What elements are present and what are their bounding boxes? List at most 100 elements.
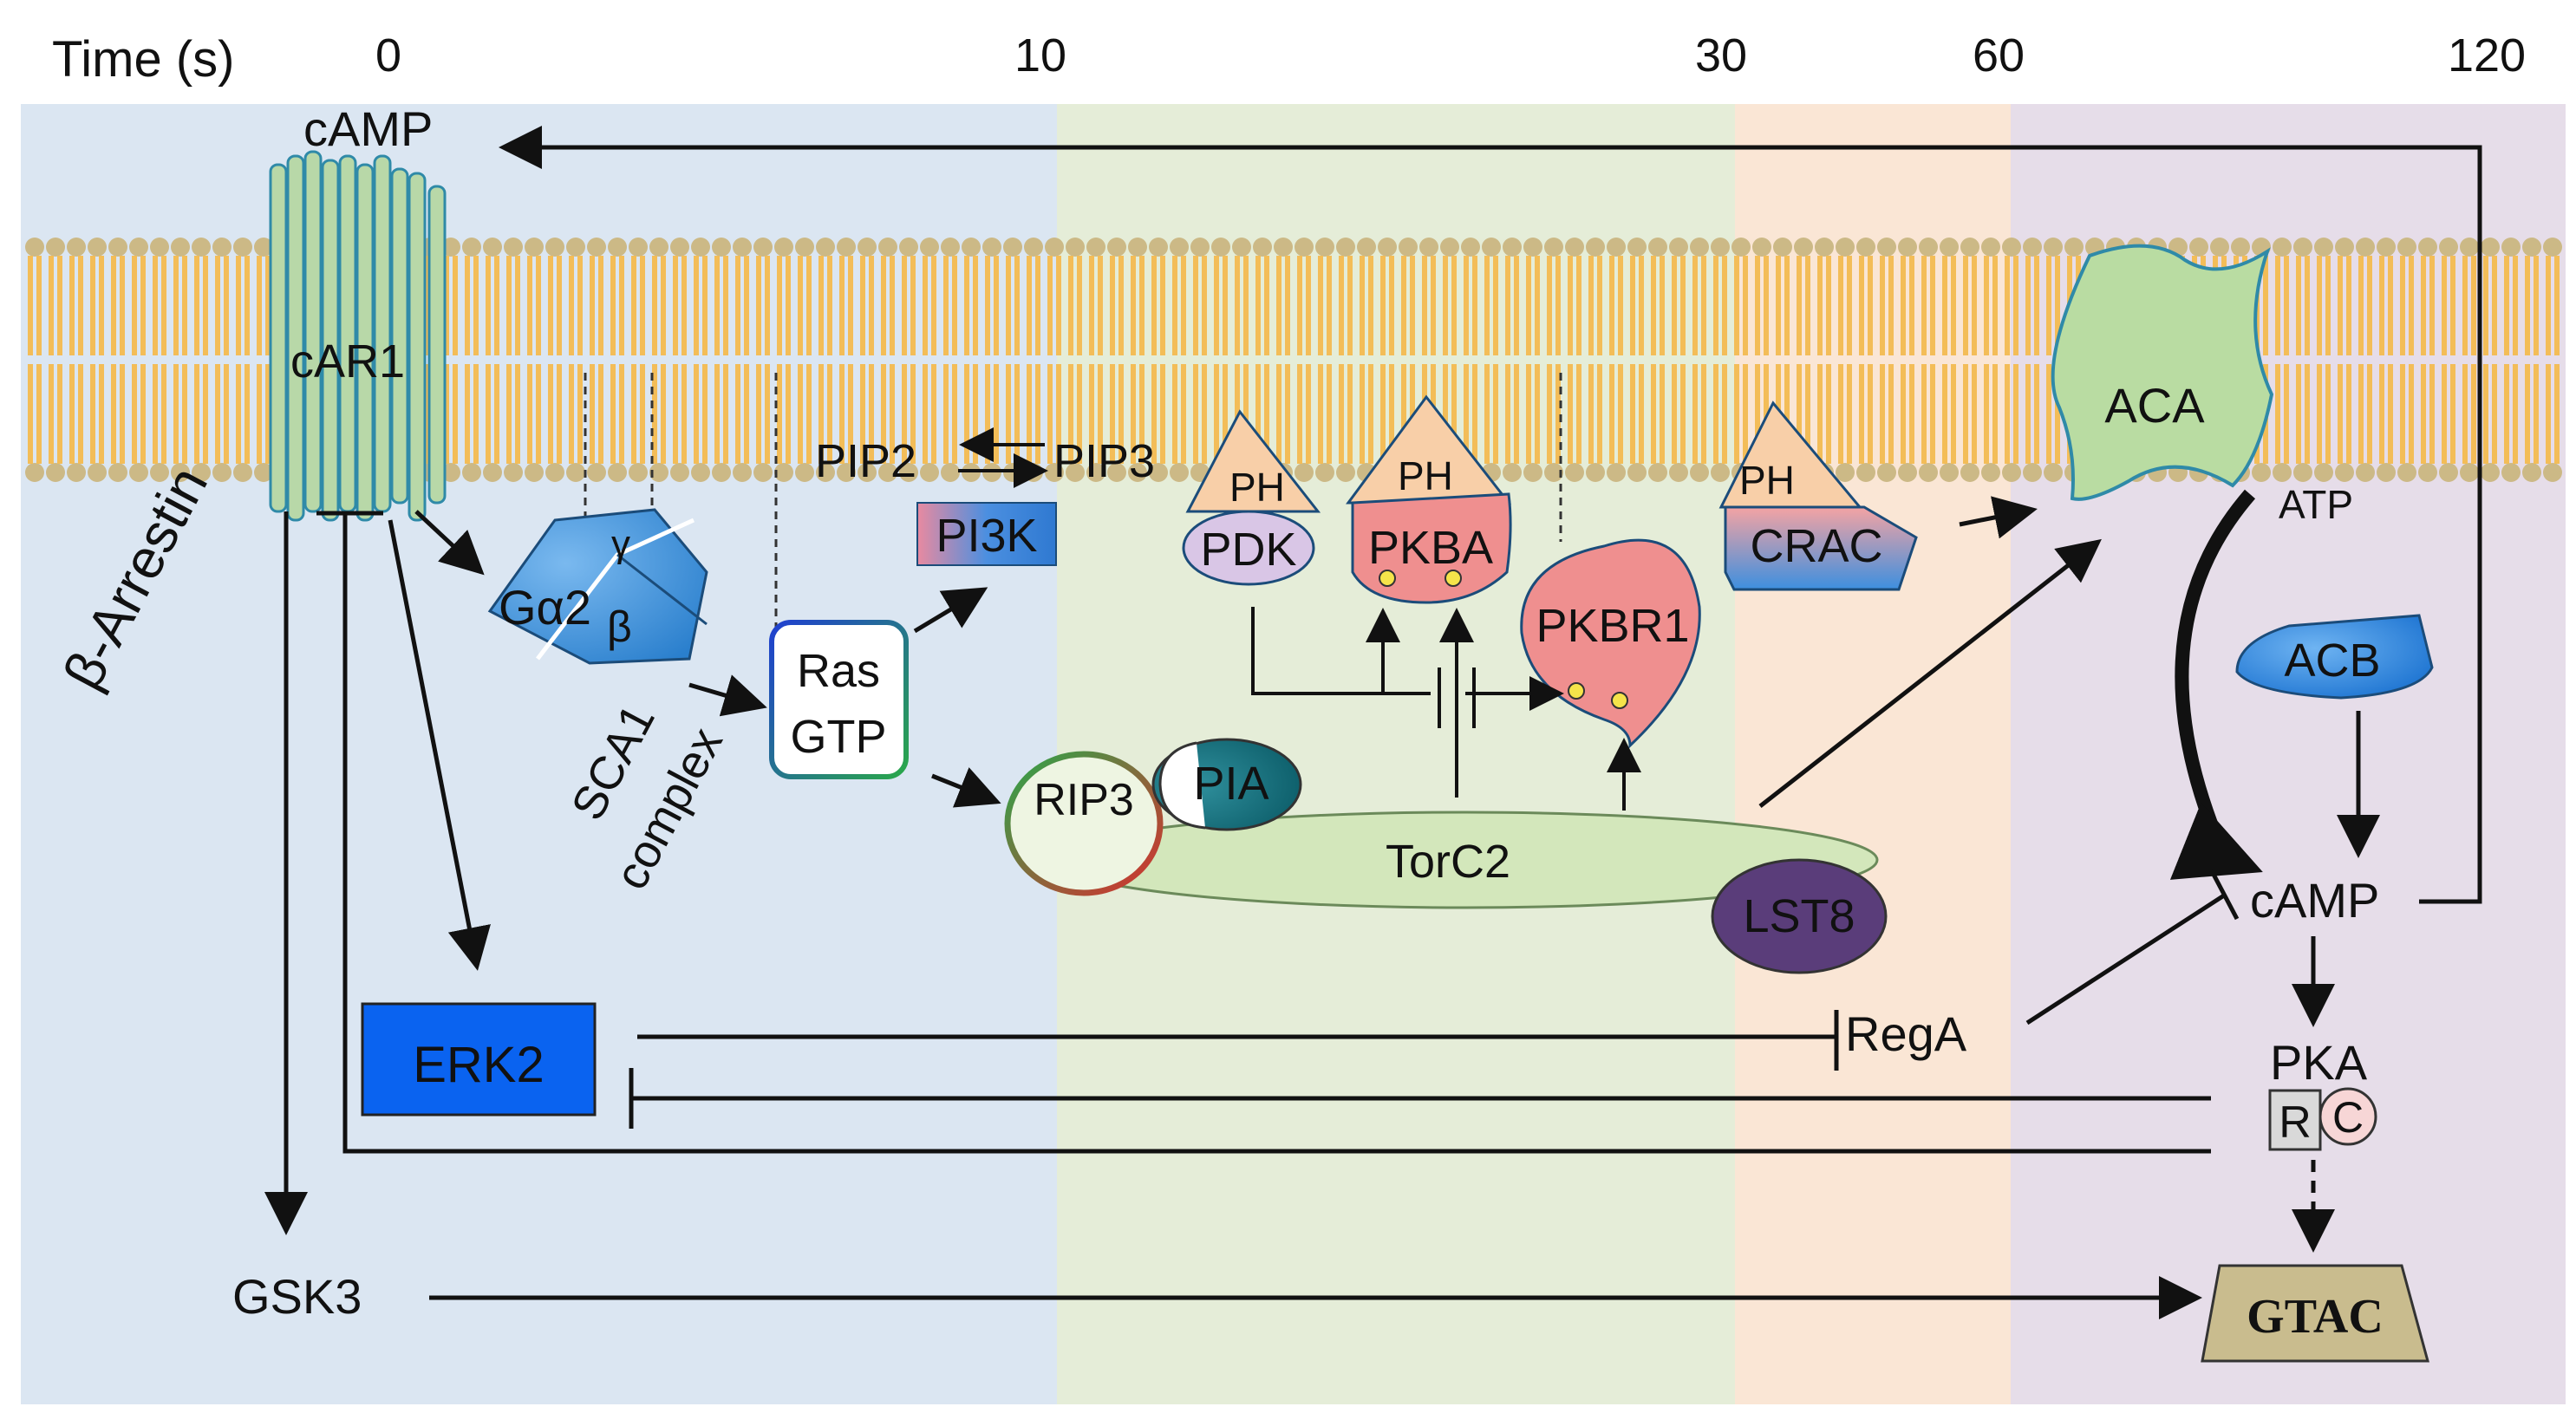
lipid-head xyxy=(129,238,148,257)
lipid-head xyxy=(1149,463,1168,482)
lipid-head xyxy=(2189,238,2208,257)
lipid-tail xyxy=(798,256,803,355)
lipid-tail xyxy=(1214,364,1219,464)
lipid-tail xyxy=(681,364,687,464)
lipid-tail xyxy=(1223,256,1228,355)
lipid-tail xyxy=(640,256,645,355)
car1-transmembrane-helix xyxy=(427,185,447,505)
rip3-label: RIP3 xyxy=(1034,775,1134,825)
lipid-tail xyxy=(1672,364,1677,464)
lipid-tail xyxy=(1027,256,1032,355)
lipid-tail xyxy=(661,364,666,464)
lipid-tail xyxy=(1597,364,1602,464)
lipid-head xyxy=(691,463,710,482)
lipid-head xyxy=(2501,463,2521,482)
lipid-tail xyxy=(236,256,241,355)
lipid-head xyxy=(171,238,190,257)
lipid-tail xyxy=(153,364,158,464)
pkba-protein: PH PKBA xyxy=(1346,394,1512,604)
lipid-head xyxy=(545,463,564,482)
lipid-tail xyxy=(610,364,616,464)
lipid-tail xyxy=(839,256,845,355)
lipid-head xyxy=(1253,238,1272,257)
lipid-head xyxy=(1482,238,1501,257)
lipid-tail xyxy=(1701,256,1706,355)
lipid-tail xyxy=(132,364,137,464)
lipid-tail xyxy=(569,364,574,464)
lipid-tail xyxy=(973,256,978,355)
lipid-head xyxy=(2293,238,2312,257)
lipid-tail xyxy=(1056,364,1061,464)
lipid-head xyxy=(899,463,918,482)
lipid-head xyxy=(1960,463,1979,482)
lipid-tail xyxy=(99,364,104,464)
lipid-head xyxy=(192,238,211,257)
lipid-tail xyxy=(1110,256,1115,355)
gsk3-label: GSK3 xyxy=(232,1269,362,1324)
lipid-head xyxy=(1544,238,1563,257)
lipid-head xyxy=(1461,238,1480,257)
lipid-tail xyxy=(1805,256,1810,355)
lipid-tail xyxy=(756,364,761,464)
lipid-head xyxy=(1919,238,1938,257)
lipid-tail xyxy=(2367,364,2372,464)
lipid-head xyxy=(2002,463,2021,482)
pka-holoenzyme: PKA R C xyxy=(2268,1035,2377,1151)
lipid-head xyxy=(1170,238,1189,257)
lipid-head xyxy=(1711,463,1730,482)
pdk-to-pkb-line xyxy=(1251,607,1431,695)
gtp-label: GTP xyxy=(790,711,886,763)
lipid-tail xyxy=(694,256,699,355)
lipid-head xyxy=(1170,463,1189,482)
lipid-tail xyxy=(1576,256,1581,355)
lipid-head xyxy=(2481,463,2500,482)
lipid-tail xyxy=(631,256,636,355)
lipid-head xyxy=(670,238,689,257)
lipid-tail xyxy=(257,256,262,355)
lipid-head xyxy=(712,238,731,257)
lipid-head xyxy=(1877,238,1896,257)
lipid-tail xyxy=(120,256,125,355)
lipid-head xyxy=(1981,463,2000,482)
erk2-label: ERK2 xyxy=(413,1037,545,1093)
lipid-tail xyxy=(1505,256,1510,355)
lipid-tail xyxy=(1713,256,1718,355)
lipid-tail xyxy=(1692,364,1698,464)
pdk-label: PDK xyxy=(1200,524,1296,576)
lipid-tail xyxy=(265,364,271,464)
lipid-head xyxy=(1586,463,1605,482)
lipid-tail xyxy=(215,256,220,355)
rega-label: RegA xyxy=(1845,1006,1967,1061)
lipid-tail xyxy=(1172,364,1177,464)
lipid-tail xyxy=(1202,256,1207,355)
inhibition-rega-to-camp xyxy=(2025,893,2226,1026)
lipid-tail xyxy=(1131,256,1136,355)
lipid-head xyxy=(629,238,648,257)
lipid-tail xyxy=(2492,364,2497,464)
lipid-tail xyxy=(1235,364,1240,464)
lipid-tail xyxy=(245,256,250,355)
lipid-head xyxy=(1399,238,1418,257)
arrow-car1-to-erk2 xyxy=(388,519,491,971)
lipid-tail xyxy=(1921,256,1927,355)
erk2-box: ERK2 xyxy=(361,1002,597,1117)
lipid-tail xyxy=(2409,256,2414,355)
lipid-tail xyxy=(923,364,928,464)
lipid-head xyxy=(2356,238,2375,257)
lipid-tail xyxy=(735,364,740,464)
lipid-head xyxy=(795,238,814,257)
lipid-tail xyxy=(161,364,166,464)
lipid-head xyxy=(46,463,65,482)
lipid-tail xyxy=(1047,364,1053,464)
lipid-head xyxy=(67,463,86,482)
lipid-tail xyxy=(1909,256,1914,355)
lipid-tail xyxy=(453,364,458,464)
lipid-head xyxy=(504,463,523,482)
lipid-head xyxy=(2210,238,2229,257)
lipid-head xyxy=(2543,238,2562,257)
lipid-head xyxy=(1690,463,1709,482)
lipid-tail xyxy=(1672,256,1677,355)
lipid-tail xyxy=(1014,256,1020,355)
lipid-tail xyxy=(910,364,916,464)
arrow-torc2-to-aca xyxy=(1758,538,2102,808)
